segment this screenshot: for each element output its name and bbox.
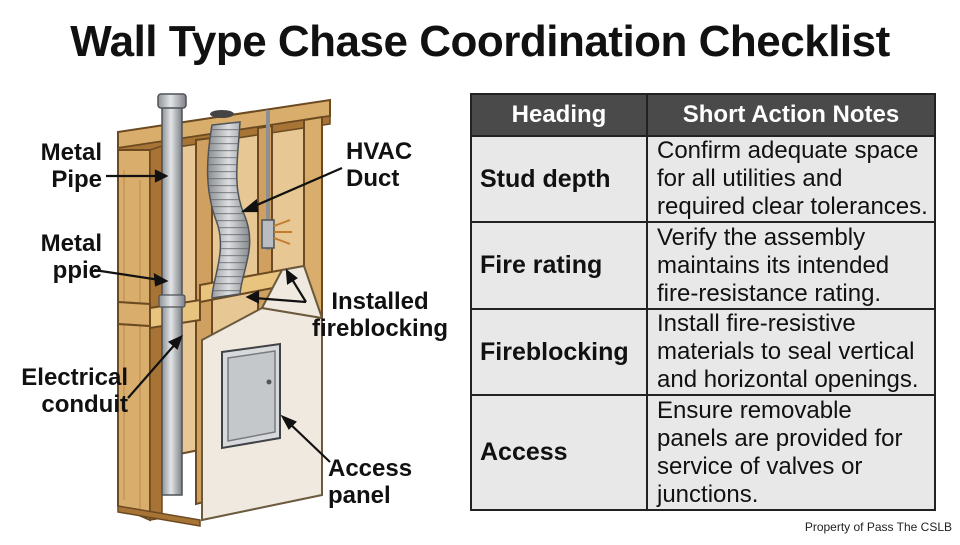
row-heading: Access [470, 394, 648, 511]
junction-box [261, 219, 275, 249]
table-row: Access Ensure removable panels are provi… [470, 394, 936, 511]
row-heading: Fire rating [470, 221, 648, 310]
leader-metal-pipe-mid [93, 268, 161, 282]
coordination-checklist-table: Heading Short Action Notes Stud depth Co… [470, 93, 936, 511]
leader-access-panel [286, 420, 331, 463]
wall-chase-diagram: Metal Pipe Metal ppie Electrical conduit… [0, 80, 470, 540]
leader-hvac-duct [249, 166, 343, 210]
label-hvac-duct: HVAC Duct [346, 138, 413, 192]
label-electrical-conduit: Electrical conduit [21, 364, 128, 418]
label-metal-pipe-mid: Metal ppie [40, 230, 102, 284]
row-note: Confirm adequate space for all utilities… [646, 134, 936, 224]
access-panel-latch [266, 379, 272, 385]
label-installed-fireblocking: Installed fireblocking [312, 288, 449, 342]
table-row: Fire rating Verify the assembly maintain… [470, 221, 936, 310]
leader-electrical-conduit [127, 341, 178, 399]
bottom-plate [117, 505, 201, 527]
page-title: Wall Type Chase Coordination Checklist [70, 17, 890, 66]
footer-credit: Property of Pass The CSLB [804, 520, 952, 534]
column-header-notes: Short Action Notes [646, 93, 936, 137]
left-stud [117, 149, 151, 522]
leader-fireblocking-1 [253, 296, 307, 304]
row-note: Ensure removable panels are provided for… [646, 394, 936, 511]
top-plate-hole [210, 110, 234, 118]
column-header-heading: Heading [470, 93, 648, 137]
table-row: Fireblocking Install fire-resistive mate… [470, 307, 936, 397]
wall-framing-illustration [93, 93, 343, 527]
row-note: Verify the assembly maintains its intend… [646, 221, 936, 310]
row-heading: Fireblocking [470, 307, 648, 397]
label-metal-pipe-top: Metal Pipe [40, 139, 102, 193]
row-heading: Stud depth [470, 134, 648, 224]
label-access-panel: Access panel [328, 455, 413, 509]
row-note: Install fire-resistive materials to seal… [646, 307, 936, 397]
table-row: Stud depth Confirm adequate space for al… [470, 134, 936, 224]
table-header-row: Heading Short Action Notes [470, 93, 936, 137]
